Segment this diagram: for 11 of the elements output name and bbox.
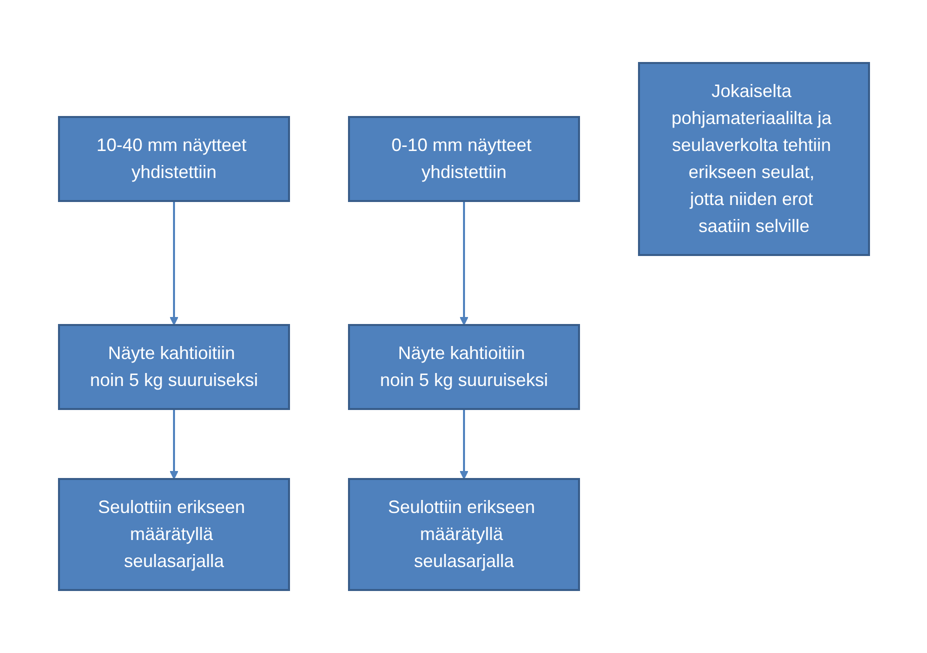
arrow <box>459 201 468 326</box>
node-box: 0-10 mm näytteet yhdistettiin <box>348 116 580 202</box>
arrow <box>169 201 178 326</box>
arrow <box>459 409 468 480</box>
node-box: Jokaiselta pohjamateriaalilta ja seulaverkolta tehtiin erikseen seulat, jotta niiden erot saatiin selville <box>638 62 870 256</box>
node-box: Seulottiin erikseen määrätyllä seulasarjalla <box>58 478 290 591</box>
node-box: 10-40 mm näytteet yhdistettiin <box>58 116 290 202</box>
node-box: Seulottiin erikseen määrätyllä seulasarjalla <box>348 478 580 591</box>
node-box: Näyte kahtioitiin noin 5 kg suuruiseksi <box>348 324 580 410</box>
node-box: Näyte kahtioitiin noin 5 kg suuruiseksi <box>58 324 290 410</box>
arrow <box>169 409 178 480</box>
